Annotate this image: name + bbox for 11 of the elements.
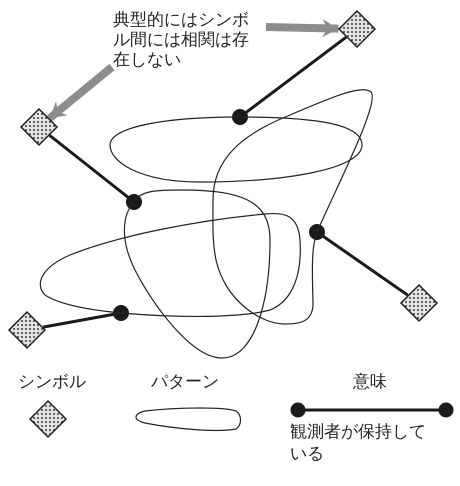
legend-label: シンボル <box>18 372 86 392</box>
connector-line <box>42 305 129 329</box>
arrow <box>46 64 115 122</box>
arrow <box>266 19 338 38</box>
connector-line <box>309 224 409 296</box>
connector-line <box>48 134 142 210</box>
connector-line <box>232 36 348 125</box>
note-text: 観測者が保持している <box>290 421 427 465</box>
legend-label: パターン <box>151 372 219 392</box>
note-text: 典型的にはシンボル間には相関は存在しない <box>113 10 250 70</box>
legend-label: 意味 <box>353 372 387 392</box>
